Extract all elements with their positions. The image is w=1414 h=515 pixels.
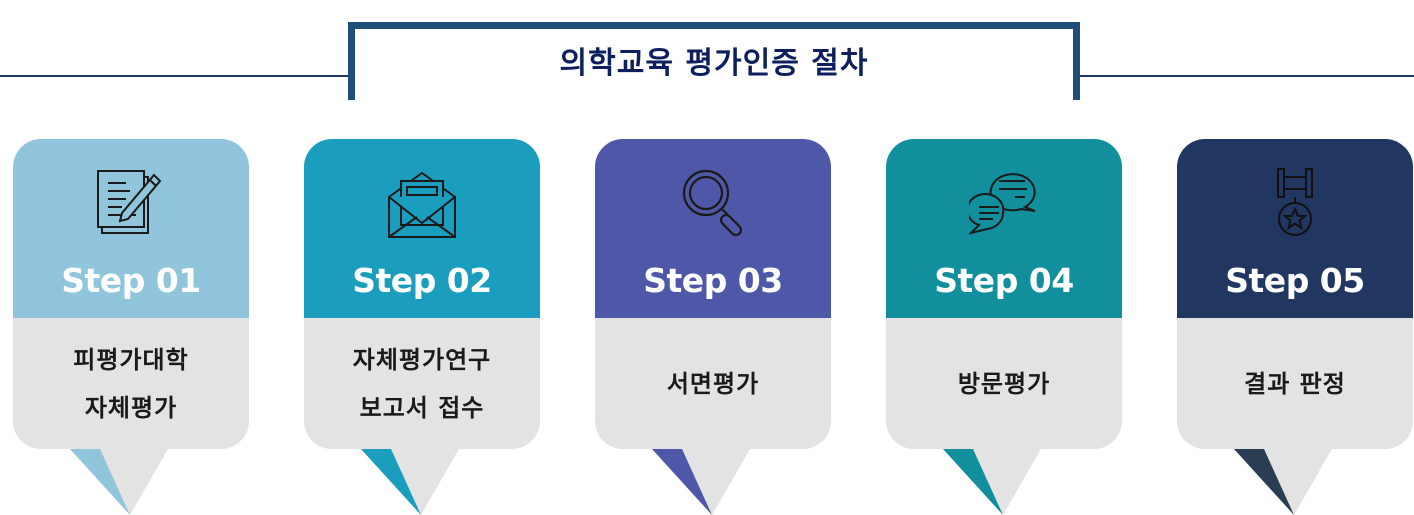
step-description: 결과 판정 [1177,318,1413,449]
step-description-line: 서면평가 [666,369,760,398]
callout-pointer [943,449,1041,515]
page-title: 의학교육 평가인증 절차 [559,46,869,81]
step-label: Step 01 [61,261,201,300]
step-label: Step 02 [352,261,492,300]
step-description-line: 자체평가 [84,393,178,422]
step-header: Step 04 [886,139,1122,318]
step-description-line: 보고서 접수 [359,393,485,422]
step-description-line: 피평가대학 [73,345,189,374]
step-label: Step 05 [1225,261,1365,300]
step-header: Step 03 [595,139,831,318]
callout-pointer [70,449,168,515]
header-line-right [1078,75,1414,77]
header-line-left [0,75,350,77]
step-description: 방문평가 [886,318,1122,449]
title-bracket [348,22,1080,100]
step-description: 자체평가연구 보고서 접수 [304,318,540,449]
step-description: 서면평가 [595,318,831,449]
step-card-3: Step 03 서면평가 [595,139,831,515]
step-header: Step 01 [13,139,249,318]
step-description-line: 자체평가연구 [352,345,492,374]
callout-pointer [1234,449,1332,515]
step-card-4: Step 04 방문평가 [886,139,1122,515]
step-label: Step 04 [934,261,1074,300]
medal-icon [1277,168,1313,236]
document-pen-icon [97,170,162,234]
step-header: Step 05 [1177,139,1413,318]
step-description-line: 결과 판정 [1244,369,1346,398]
step-description: 피평가대학 자체평가 [13,318,249,449]
step-card-1: Step 01 피평가대학 자체평가 [13,139,249,515]
step-label: Step 03 [643,261,783,300]
callout-pointer [361,449,459,515]
step-header: Step 02 [304,139,540,318]
step-description-line: 방문평가 [957,369,1051,398]
chat-bubbles-icon [969,173,1036,235]
envelope-letter-icon [388,171,456,238]
step-card-5: Step 05 결과 판정 [1177,139,1413,515]
step-card-2: Step 02 자체평가연구 보고서 접수 [304,139,540,515]
callout-pointer [652,449,750,515]
magnifier-icon [682,169,743,237]
